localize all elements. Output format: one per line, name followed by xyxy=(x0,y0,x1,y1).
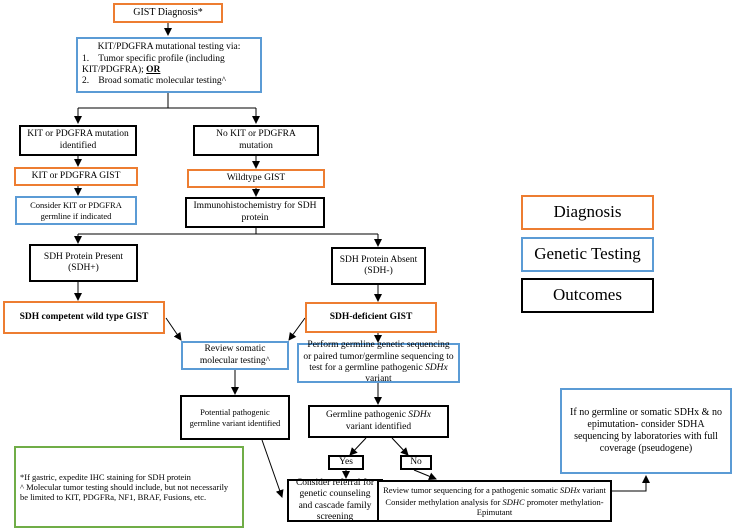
perform-germline-box: Perform germline genetic sequencing or p… xyxy=(297,340,460,385)
legend-outcomes: Outcomes xyxy=(521,278,654,313)
no-germline-box: If no germline or somatic SDHx & no epim… xyxy=(560,388,732,474)
legend-genetic-testing-label: Genetic Testing xyxy=(534,244,641,264)
arrow-deficient-to-review xyxy=(288,317,306,341)
germline-pathogenic-label: Germline pathogenic SDHx variant identif… xyxy=(325,410,431,432)
gist-diagnosis-box: GIST Diagnosis* xyxy=(113,3,223,23)
footnote-box: *If gastric, expedite IHC staining for S… xyxy=(14,446,244,528)
potential-variant-box: Potential pathogenic germline variant id… xyxy=(180,395,290,440)
no-label: No xyxy=(410,456,422,467)
arrow-review-tumor-to-no-germline xyxy=(612,475,650,492)
arrow-competent-to-review xyxy=(165,317,182,341)
review-tumor-box: Review tumor sequencing for a pathogenic… xyxy=(377,480,612,522)
wildtype-gist-label: Wildtype GIST xyxy=(226,172,286,183)
footnote-molecular: ^ Molecular tumor testing should include… xyxy=(20,481,229,503)
legend-genetic-testing: Genetic Testing xyxy=(521,237,654,272)
arrow-potential-to-referral xyxy=(261,439,284,498)
legend-diagnosis: Diagnosis xyxy=(521,195,654,230)
yes-box: Yes xyxy=(328,455,364,470)
review-tumor-label: Review tumor sequencing for a pathogenic… xyxy=(383,484,606,495)
kit-identified-box: KIT or PDGFRA mutation identified xyxy=(19,125,137,156)
legend-outcomes-label: Outcomes xyxy=(553,285,622,305)
sdh-deficient-box: SDH-deficient GIST xyxy=(305,302,437,333)
wildtype-gist-box: Wildtype GIST xyxy=(187,169,325,188)
consider-kit-germline-label: Consider KIT or PDGFRA germline if indic… xyxy=(30,200,122,221)
perform-germline-label: Perform germline genetic sequencing or p… xyxy=(303,340,454,385)
ihc-label: Immunohistochemistry for SDH protein xyxy=(193,201,317,223)
testing-item-1: 1. Tumor specific profile (including KIT… xyxy=(82,53,225,75)
yes-label: Yes xyxy=(339,456,353,467)
sdh-absent-box: SDH Protein Absent (SDH-) xyxy=(331,247,426,285)
arrow-pathogenic-to-no xyxy=(391,437,409,456)
arrow-pathogenic-to-yes xyxy=(349,437,367,456)
methylation-label: Consider methylation analysis for SDHC p… xyxy=(385,496,604,517)
review-somatic-label: Review somatic molecular testing^ xyxy=(199,344,271,366)
no-kit-box: No KIT or PDGFRA mutation xyxy=(193,125,319,156)
sdh-competent-box: SDH competent wild type GIST xyxy=(3,301,165,334)
consider-referral-box: Consider referral for genetic counseling… xyxy=(287,477,383,522)
sdh-deficient-label: SDH-deficient GIST xyxy=(329,311,413,322)
sdh-competent-label: SDH competent wild type GIST xyxy=(19,311,149,322)
consider-kit-germline-box: Consider KIT or PDGFRA germline if indic… xyxy=(15,196,137,225)
arrow-no-to-review-tumor xyxy=(413,469,437,481)
review-somatic-box: Review somatic molecular testing^ xyxy=(181,341,289,370)
footnote-gastric: *If gastric, expedite IHC staining for S… xyxy=(20,471,191,482)
testing-title: KIT/PDGFRA mutational testing via: xyxy=(97,42,241,53)
testing-or: OR xyxy=(146,65,161,75)
kit-gist-box: KIT or PDGFRA GIST xyxy=(14,167,138,186)
germline-pathogenic-box: Germline pathogenic SDHx variant identif… xyxy=(308,405,449,438)
sdh-absent-label: SDH Protein Absent (SDH-) xyxy=(339,254,418,276)
potential-variant-label: Potential pathogenic germline variant id… xyxy=(189,407,281,428)
sdh-present-box: SDH Protein Present (SDH+) xyxy=(29,244,138,282)
no-kit-label: No KIT or PDGFRA mutation xyxy=(216,129,296,151)
sdh-present-label: SDH Protein Present (SDH+) xyxy=(43,251,124,273)
kit-identified-label: KIT or PDGFRA mutation identified xyxy=(27,129,129,151)
testing-item-2: 2. Broad somatic molecular testing^ xyxy=(82,76,227,87)
legend-diagnosis-label: Diagnosis xyxy=(553,202,622,222)
consider-referral-label: Consider referral for genetic counseling… xyxy=(295,477,375,522)
gist-diagnosis-label: GIST Diagnosis* xyxy=(133,7,203,18)
mutational-testing-box: KIT/PDGFRA mutational testing via: 1. Tu… xyxy=(76,37,262,93)
no-box: No xyxy=(400,455,432,470)
ihc-box: Immunohistochemistry for SDH protein xyxy=(185,197,325,228)
no-germline-label: If no germline or somatic SDHx & no epim… xyxy=(570,407,722,454)
kit-gist-label: KIT or PDGFRA GIST xyxy=(31,170,121,181)
